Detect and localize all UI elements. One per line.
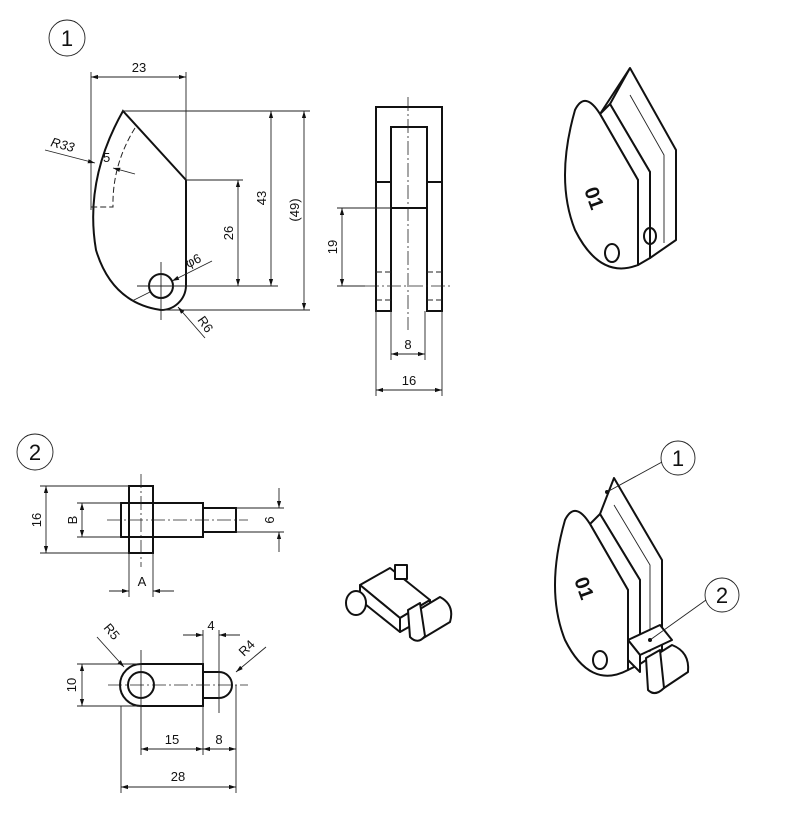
dim-43: 43	[254, 191, 269, 205]
svg-text:1: 1	[672, 446, 684, 471]
balloon-2	[704, 577, 740, 613]
part1-isometric-view: 01	[564, 67, 677, 270]
balloon-1	[660, 440, 696, 476]
dim-16: 16	[29, 513, 44, 527]
dim-r6: R6	[195, 313, 217, 335]
part1-side-view: 19 8 16	[325, 97, 452, 396]
dim-5: 5	[103, 150, 110, 165]
dim-19: 19	[325, 240, 340, 254]
assembly-isometric-view: 01 1 2	[554, 440, 740, 694]
dim-26: 26	[221, 226, 236, 240]
dim-b: B	[65, 516, 80, 525]
dim-8: 8	[215, 732, 222, 747]
part2-front-view: 10 4 R5 R4 15 8 28	[64, 618, 267, 793]
part2-isometric-view	[345, 564, 453, 642]
svg-text:2: 2	[29, 440, 41, 465]
part1-front-view: 23 26 43 (49) R33 5 φ6 R6	[44, 60, 310, 339]
dim-10: 10	[64, 678, 79, 692]
dim-4: 4	[207, 618, 214, 633]
part2-label: 2	[16, 433, 54, 471]
dim-28: 28	[171, 769, 185, 784]
dim-49: (49)	[287, 198, 302, 221]
dim-r33: R33	[49, 134, 77, 155]
part1-label: 1	[48, 19, 86, 57]
part2-top-view: 16 B 6 A	[29, 474, 284, 597]
dim-a: A	[138, 574, 147, 589]
dim-16-thickness: 16	[402, 373, 416, 388]
dim-6: 6	[262, 516, 277, 523]
svg-text:1: 1	[61, 26, 73, 51]
dim-phi6: φ6	[183, 251, 204, 271]
dim-15: 15	[165, 732, 179, 747]
dim-8-slot: 8	[404, 337, 411, 352]
svg-text:2: 2	[716, 583, 728, 608]
dim-23: 23	[132, 60, 146, 75]
dim-r4: R4	[236, 637, 258, 659]
dim-r5: R5	[101, 620, 123, 642]
